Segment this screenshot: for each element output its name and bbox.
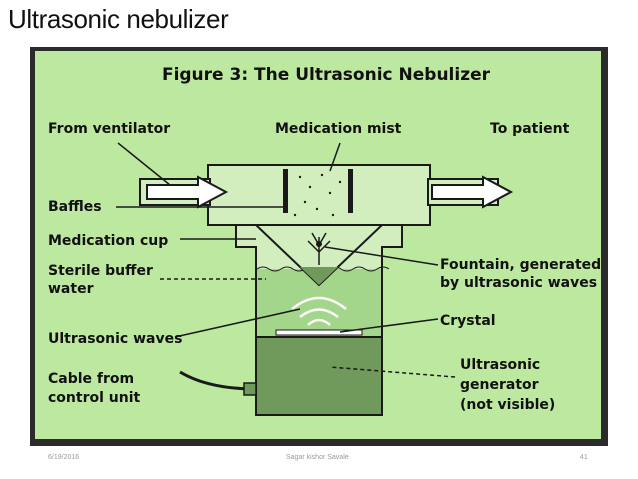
label-baffles: Baffles [48, 199, 102, 215]
mist-chamber [207, 164, 431, 226]
figure-title: Figure 3: The Ultrasonic Nebulizer [162, 65, 491, 85]
label-generator-line3: (not visible) [460, 397, 555, 413]
label-sterile-buffer: Sterile buffer [48, 263, 153, 279]
label-ultrasonic-waves: Ultrasonic waves [48, 331, 182, 347]
footer-author: Sagar kishor Savale [286, 454, 349, 461]
baffle [348, 169, 353, 213]
label-fountain: Fountain, generated [440, 257, 601, 273]
label-cable-line2: control unit [48, 390, 141, 406]
fountain-dot [316, 241, 322, 247]
outlet-arrow [431, 175, 514, 209]
leader-lines [116, 142, 456, 378]
label-cable: Cable from [48, 371, 134, 387]
cable-plug [243, 382, 257, 396]
label-medication-cup: Medication cup [48, 233, 168, 249]
label-medication-mist: Medication mist [275, 121, 402, 137]
inlet-arrow [146, 175, 229, 209]
label-from-ventilator: From ventilator [48, 121, 170, 137]
ultrasonic-generator [255, 336, 383, 416]
ultrasonic-waves [291, 296, 347, 326]
label-generator-line2: generator [460, 377, 539, 393]
medication-liquid [300, 267, 338, 285]
label-generator: Ultrasonic [460, 357, 540, 373]
footer-date: 6/19/2016 [48, 454, 80, 461]
footer-page-number: 41 [580, 454, 588, 461]
crystal [275, 329, 363, 336]
nebulizer-figure: Figure 3: The Ultrasonic Nebulizer [30, 47, 608, 446]
slide-title: Ultrasonic nebulizer [8, 4, 229, 34]
baffle [283, 169, 288, 213]
nebulizer-diagram: Figure 3: The Ultrasonic Nebulizer [35, 51, 601, 439]
label-to-patient: To patient [490, 121, 570, 137]
label-sterile-buffer-water: water [48, 281, 94, 297]
medication-mist [293, 173, 342, 217]
label-fountain-line2: by ultrasonic waves [440, 275, 597, 291]
label-crystal: Crystal [440, 313, 496, 329]
